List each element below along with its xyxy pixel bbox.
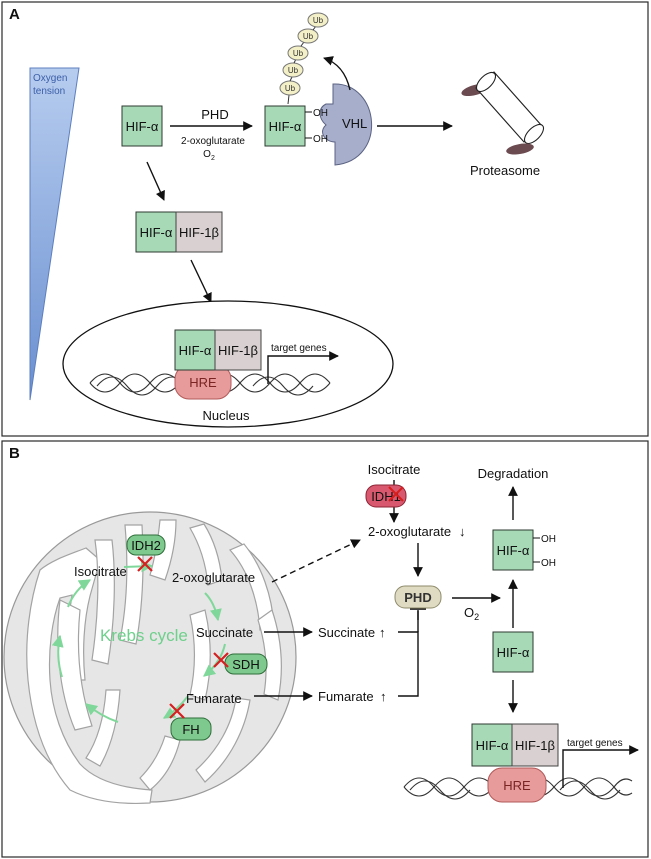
hif-alpha-label: HIF-α (126, 119, 159, 134)
target-genes-arrow-a (267, 351, 339, 384)
fumarate-mito-label: Fumarate (186, 691, 242, 706)
oxygen-tension-label-2: tension (33, 86, 65, 97)
phd-enzyme-b (394, 585, 442, 609)
oh-label-b2: OH (541, 558, 556, 569)
idh2-enzyme (126, 534, 166, 556)
idh1-inhibition-x (388, 486, 404, 502)
krebs-arrow (51, 634, 64, 678)
ub-circle (287, 45, 309, 61)
isocitrate-cyto-label: Isocitrate (368, 462, 421, 477)
hif-dimer-a2: HIF-α HIF-1β (174, 329, 262, 371)
panel-a-label: A (9, 6, 20, 23)
hif-alpha-label: HIF-α (140, 225, 173, 240)
degradation-label: Degradation (478, 466, 549, 481)
inhibition-bracket (398, 631, 419, 697)
hre-b (487, 767, 547, 803)
ubiquitin-chain: Ub Ub Ub Ub Ub (279, 12, 329, 105)
oxygen-tension-wedge (29, 67, 80, 401)
o2-label-a: O2 (203, 149, 215, 162)
krebs-arrow (204, 592, 222, 622)
phd-label-a: PHD (201, 107, 228, 122)
ub-circle (307, 12, 329, 28)
o2-label-b: O2 (464, 605, 479, 622)
proteasome-icon (461, 71, 545, 155)
two-oxoglutarate-label-a: 2-oxoglutarate (181, 136, 245, 147)
target-genes-label-a: target genes (271, 343, 327, 354)
krebs-cycle-label: Krebs cycle (100, 626, 188, 645)
hif-1beta-label: HIF-1β (515, 738, 555, 753)
two-oxoglutarate-cyto-label: 2-oxoglutarate (368, 524, 451, 539)
hif-alpha-box-b: HIF-α (492, 631, 534, 673)
ubiquitination-arrow (323, 56, 351, 91)
oxygen-tension-label-1: Oxygen (33, 73, 67, 84)
ub-circle (297, 28, 319, 44)
ub-circle (282, 62, 304, 78)
target-genes-arrow-b (562, 745, 639, 788)
hif-dimer-b: HIF-α HIF-1β (471, 723, 559, 767)
succinate-up-arrow: ↑ (379, 625, 386, 640)
sdh-label: SDH (232, 657, 259, 672)
krebs-arrow (67, 579, 92, 608)
oh-label-a1: OH (313, 108, 328, 119)
hif-1beta-label: HIF-1β (179, 225, 219, 240)
hre-label-b: HRE (503, 778, 531, 793)
idh2-inhibition-x (137, 556, 153, 572)
target-genes-label-b: target genes (567, 738, 623, 749)
two-oxoglutarate-mito-label: 2-oxoglutarate (172, 570, 255, 585)
hif-alpha-label: HIF-α (497, 645, 530, 660)
hif-dimer-a1: HIF-α HIF-1β (135, 211, 223, 253)
hif-alpha-label: HIF-α (179, 343, 212, 358)
ub-label: Ub (313, 16, 324, 25)
ub-label: Ub (293, 49, 304, 58)
fumarate-up-arrow: ↑ (380, 689, 387, 704)
oh-label-b1: OH (541, 534, 556, 545)
ub-label: Ub (285, 84, 296, 93)
hif-alpha-label: HIF-α (476, 738, 509, 753)
panel-b-label: B (9, 445, 20, 462)
fumarate-cyto-label: Fumarate (318, 689, 374, 704)
hre-label-a: HRE (189, 375, 217, 390)
krebs-arrow (162, 695, 189, 719)
nuclear-translocation-arrow (190, 259, 212, 303)
hif-alpha-oh-box-b: HIF-α (492, 529, 534, 571)
phd-label-b: PHD (404, 590, 431, 605)
proteasome-label: Proteasome (470, 163, 540, 178)
idh1-enzyme (365, 484, 407, 508)
krebs-arrow (85, 703, 119, 723)
vhl-label: VHL (342, 116, 367, 131)
hif-alpha-box-a1: HIF-α (121, 105, 163, 147)
isocitrate-mito-label: Isocitrate (74, 564, 127, 579)
krebs-arrow (203, 643, 226, 677)
hif-alpha-box-a2: HIF-α (264, 105, 306, 147)
fh-enzyme (170, 717, 212, 741)
dimerization-arrow (146, 161, 165, 201)
fh-inhibition-x (169, 703, 185, 719)
sdh-inhibition-x (213, 652, 229, 668)
idh2-label: IDH2 (131, 538, 161, 553)
nucleus-label: Nucleus (203, 408, 250, 423)
succinate-cyto-label: Succinate (318, 625, 375, 640)
ub-label: Ub (303, 32, 314, 41)
fh-label: FH (182, 722, 199, 737)
hif-alpha-label: HIF-α (269, 119, 302, 134)
oh-label-a2: OH (313, 134, 328, 145)
two-oxoglutarate-export-arrow (271, 539, 361, 583)
succinate-mito-label: Succinate (196, 625, 253, 640)
ub-label: Ub (288, 66, 299, 75)
idh1-label: IDH1 (371, 489, 401, 504)
hif-alpha-label: HIF-α (497, 543, 530, 558)
vhl-shape (319, 83, 372, 166)
two-oxoglutarate-down-arrow: ↓ (459, 524, 466, 539)
hif-1beta-label: HIF-1β (218, 343, 258, 358)
